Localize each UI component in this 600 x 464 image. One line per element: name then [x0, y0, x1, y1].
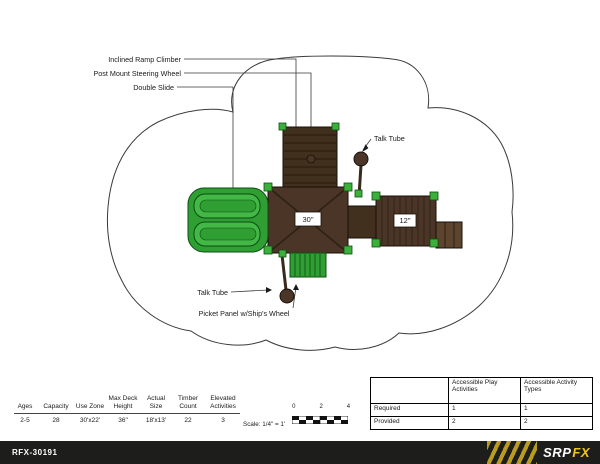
- main-deck-height-label: 30": [302, 215, 313, 224]
- model-number: RFX-30191: [12, 448, 58, 457]
- brand-fx-text: FX: [572, 445, 590, 460]
- play-structure: 30" 12": [187, 122, 463, 304]
- accessibility-table: Accessible Play Activities Accessible Ac…: [370, 377, 593, 430]
- spec-table-divider: [14, 413, 240, 414]
- callout-labels: Inclined Ramp Climber Post Mount Steerin…: [94, 55, 405, 318]
- scale-tick-0: 0: [292, 404, 296, 410]
- callout-talk-tube-left: Talk Tube: [197, 288, 228, 297]
- spec-value-elevated-activities: 3: [221, 417, 225, 424]
- post-mount-steering-wheel: [306, 154, 316, 164]
- access-row-required-label: Required: [371, 404, 449, 417]
- spec-value-actual-size: 18'x13': [145, 417, 167, 424]
- access-row-required-types: 1: [521, 404, 593, 417]
- spec-table: Ages Capacity Use Zone Max Deck Height A…: [12, 382, 242, 424]
- spec-header-max-deck-height: Max Deck Height: [108, 395, 138, 410]
- spec-header-actual-size: Actual Size: [146, 395, 166, 410]
- deck-posts: [263, 122, 439, 258]
- scale-bar: 0 2 4: [291, 404, 350, 429]
- access-row-provided-label: Provided: [371, 417, 449, 430]
- callout-double-slide: Double Slide: [133, 83, 174, 92]
- spec-value-use-zone: 30'x22': [79, 417, 101, 424]
- hazard-stripes-graphic: [487, 441, 538, 464]
- scale-indicator: Scale: 1/4" = 1' 0 2 4: [243, 404, 350, 429]
- spec-value-ages: 2-5: [20, 417, 30, 424]
- scale-label: Scale: 1/4" = 1': [243, 421, 286, 428]
- transfer-step: [435, 221, 463, 249]
- spec-value-timber-count: 22: [184, 417, 192, 424]
- spec-header-ages: Ages: [17, 402, 33, 410]
- callout-picket-panel: Picket Panel w/Ship's Wheel: [199, 309, 290, 318]
- callout-talk-tube-right: Talk Tube: [374, 134, 405, 143]
- callout-arrowheads: [266, 144, 369, 293]
- access-row-provided-play: 2: [449, 417, 521, 430]
- spec-table-values: 2-5 28 30'x22' 36" 18'x13' 22 3: [12, 417, 242, 424]
- spec-header-use-zone: Use Zone: [75, 402, 105, 410]
- low-deck-height-label: 12": [399, 216, 410, 225]
- spec-value-capacity: 28: [52, 417, 60, 424]
- scale-tick-2: 2: [319, 404, 323, 410]
- site-plan-drawing: 30" 12" Inclined Ramp Climber Post Mount…: [94, 55, 514, 351]
- scale-ticks: 0 2 4: [292, 404, 350, 410]
- brand-srp-text: SRP: [543, 445, 572, 460]
- access-table-corner-cell: [371, 378, 449, 404]
- talk-tube-bottom: [279, 254, 295, 304]
- scale-tick-4: 4: [346, 404, 351, 410]
- deck-height-labels: 30" 12": [294, 211, 417, 228]
- deck-connector: [347, 205, 377, 239]
- access-row-provided-types: 2: [521, 417, 593, 430]
- spec-header-capacity: Capacity: [43, 402, 69, 410]
- access-table-header-types: Accessible Activity Types: [521, 378, 593, 404]
- footer-bar: RFX-30191 SRP FX: [0, 441, 600, 464]
- callout-inclined-ramp-climber: Inclined Ramp Climber: [108, 55, 181, 64]
- spec-value-max-deck-height: 36": [118, 417, 128, 424]
- access-table-header-play: Accessible Play Activities: [449, 378, 521, 404]
- access-row-required-play: 1: [449, 404, 521, 417]
- spec-table-headers: Ages Capacity Use Zone Max Deck Height A…: [12, 382, 242, 410]
- brand-logo: SRP FX: [487, 441, 600, 464]
- double-slide: [187, 187, 269, 253]
- spec-header-timber-count: Timber Count: [178, 395, 198, 410]
- callout-post-mount-steering-wheel: Post Mount Steering Wheel: [94, 69, 182, 78]
- scale-bar-graphic: [291, 415, 349, 425]
- spec-header-elevated-activities: Elevated Activities: [210, 395, 236, 410]
- picket-panel: [289, 252, 327, 278]
